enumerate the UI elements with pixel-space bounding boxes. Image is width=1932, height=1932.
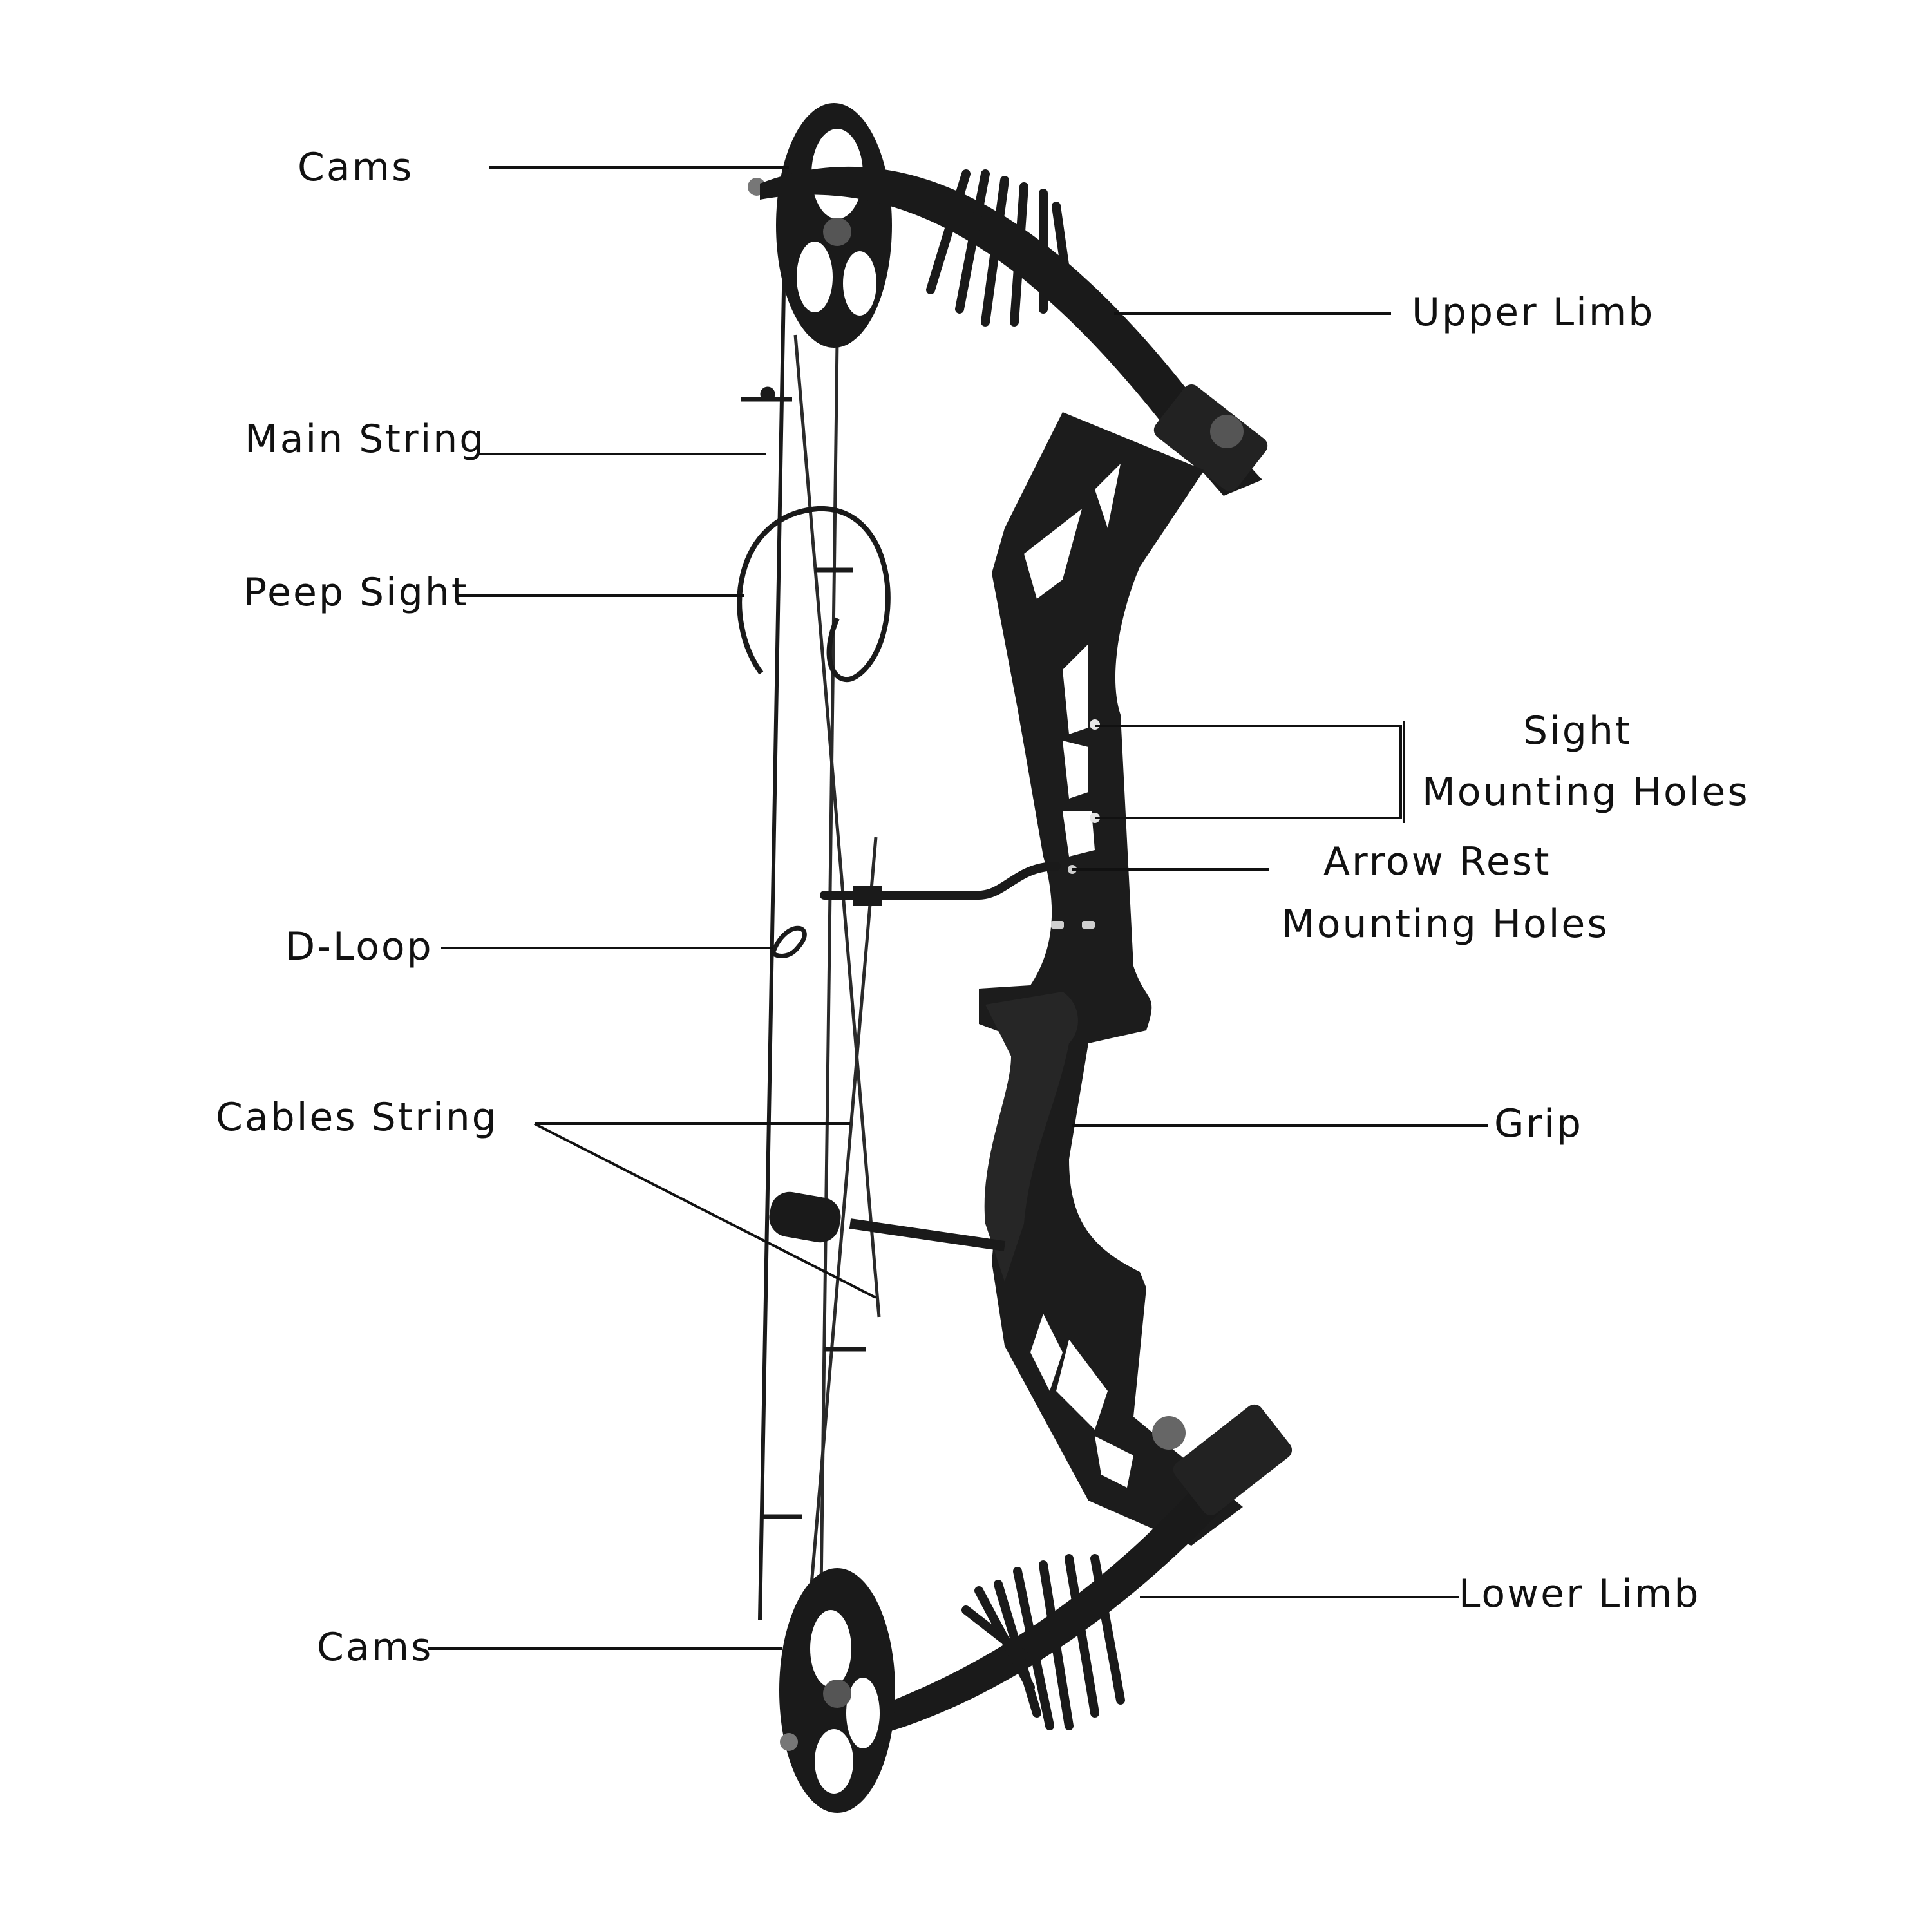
grip-shape [984,992,1078,1282]
upper-cam [748,103,892,348]
riser-cutouts [1024,464,1133,1488]
main-string [758,254,786,1620]
labels: Cams Upper Limb Main String Peep Sight S… [216,145,1750,1670]
label-upper-limb: Upper Limb [1412,290,1654,335]
arrow-rest-mounting-holes [1051,865,1095,929]
string-silencers [741,386,866,1519]
label-cams-top: Cams [298,145,413,190]
label-arrow-rest-line2: Mounting Holes [1282,902,1609,947]
peep-sight-loop [737,506,891,683]
compound-bow-illustration [737,103,1293,1813]
label-sight-line1: Sight [1523,708,1632,753]
arrow-rest-clamp [853,886,882,906]
leader-lines [428,166,1488,1650]
label-lower-limb: Lower Limb [1459,1571,1700,1616]
lower-cam [779,1568,895,1813]
d-loop-shape [770,925,807,958]
label-cams-bottom: Cams [317,1625,433,1670]
label-peep-sight: Peep Sight [243,570,468,615]
label-d-loop: D-Loop [285,924,433,969]
label-sight-line2: Mounting Holes [1422,770,1750,815]
lower-limb-bolt [1152,1416,1186,1450]
stabilizer [769,1191,1006,1251]
cables-string [793,334,881,1675]
upper-limb-pocket [1153,384,1268,492]
label-grip: Grip [1494,1101,1583,1146]
label-arrow-rest-line1: Arrow Rest [1323,839,1551,884]
label-main-string: Main String [245,417,486,462]
riser-shape [979,412,1243,1546]
upper-limb-dampener [926,169,1074,327]
lower-limb-pocket [1173,1404,1293,1516]
leader-line-cables-string-b [534,1122,876,1299]
leader-line-sight-mounting-holes [1095,724,1402,819]
arrow-rest [820,862,1061,900]
upper-limb-bolt [1210,415,1244,448]
lower-limb-dampener [961,1554,1125,1730]
label-cables-string: Cables String [216,1095,498,1140]
